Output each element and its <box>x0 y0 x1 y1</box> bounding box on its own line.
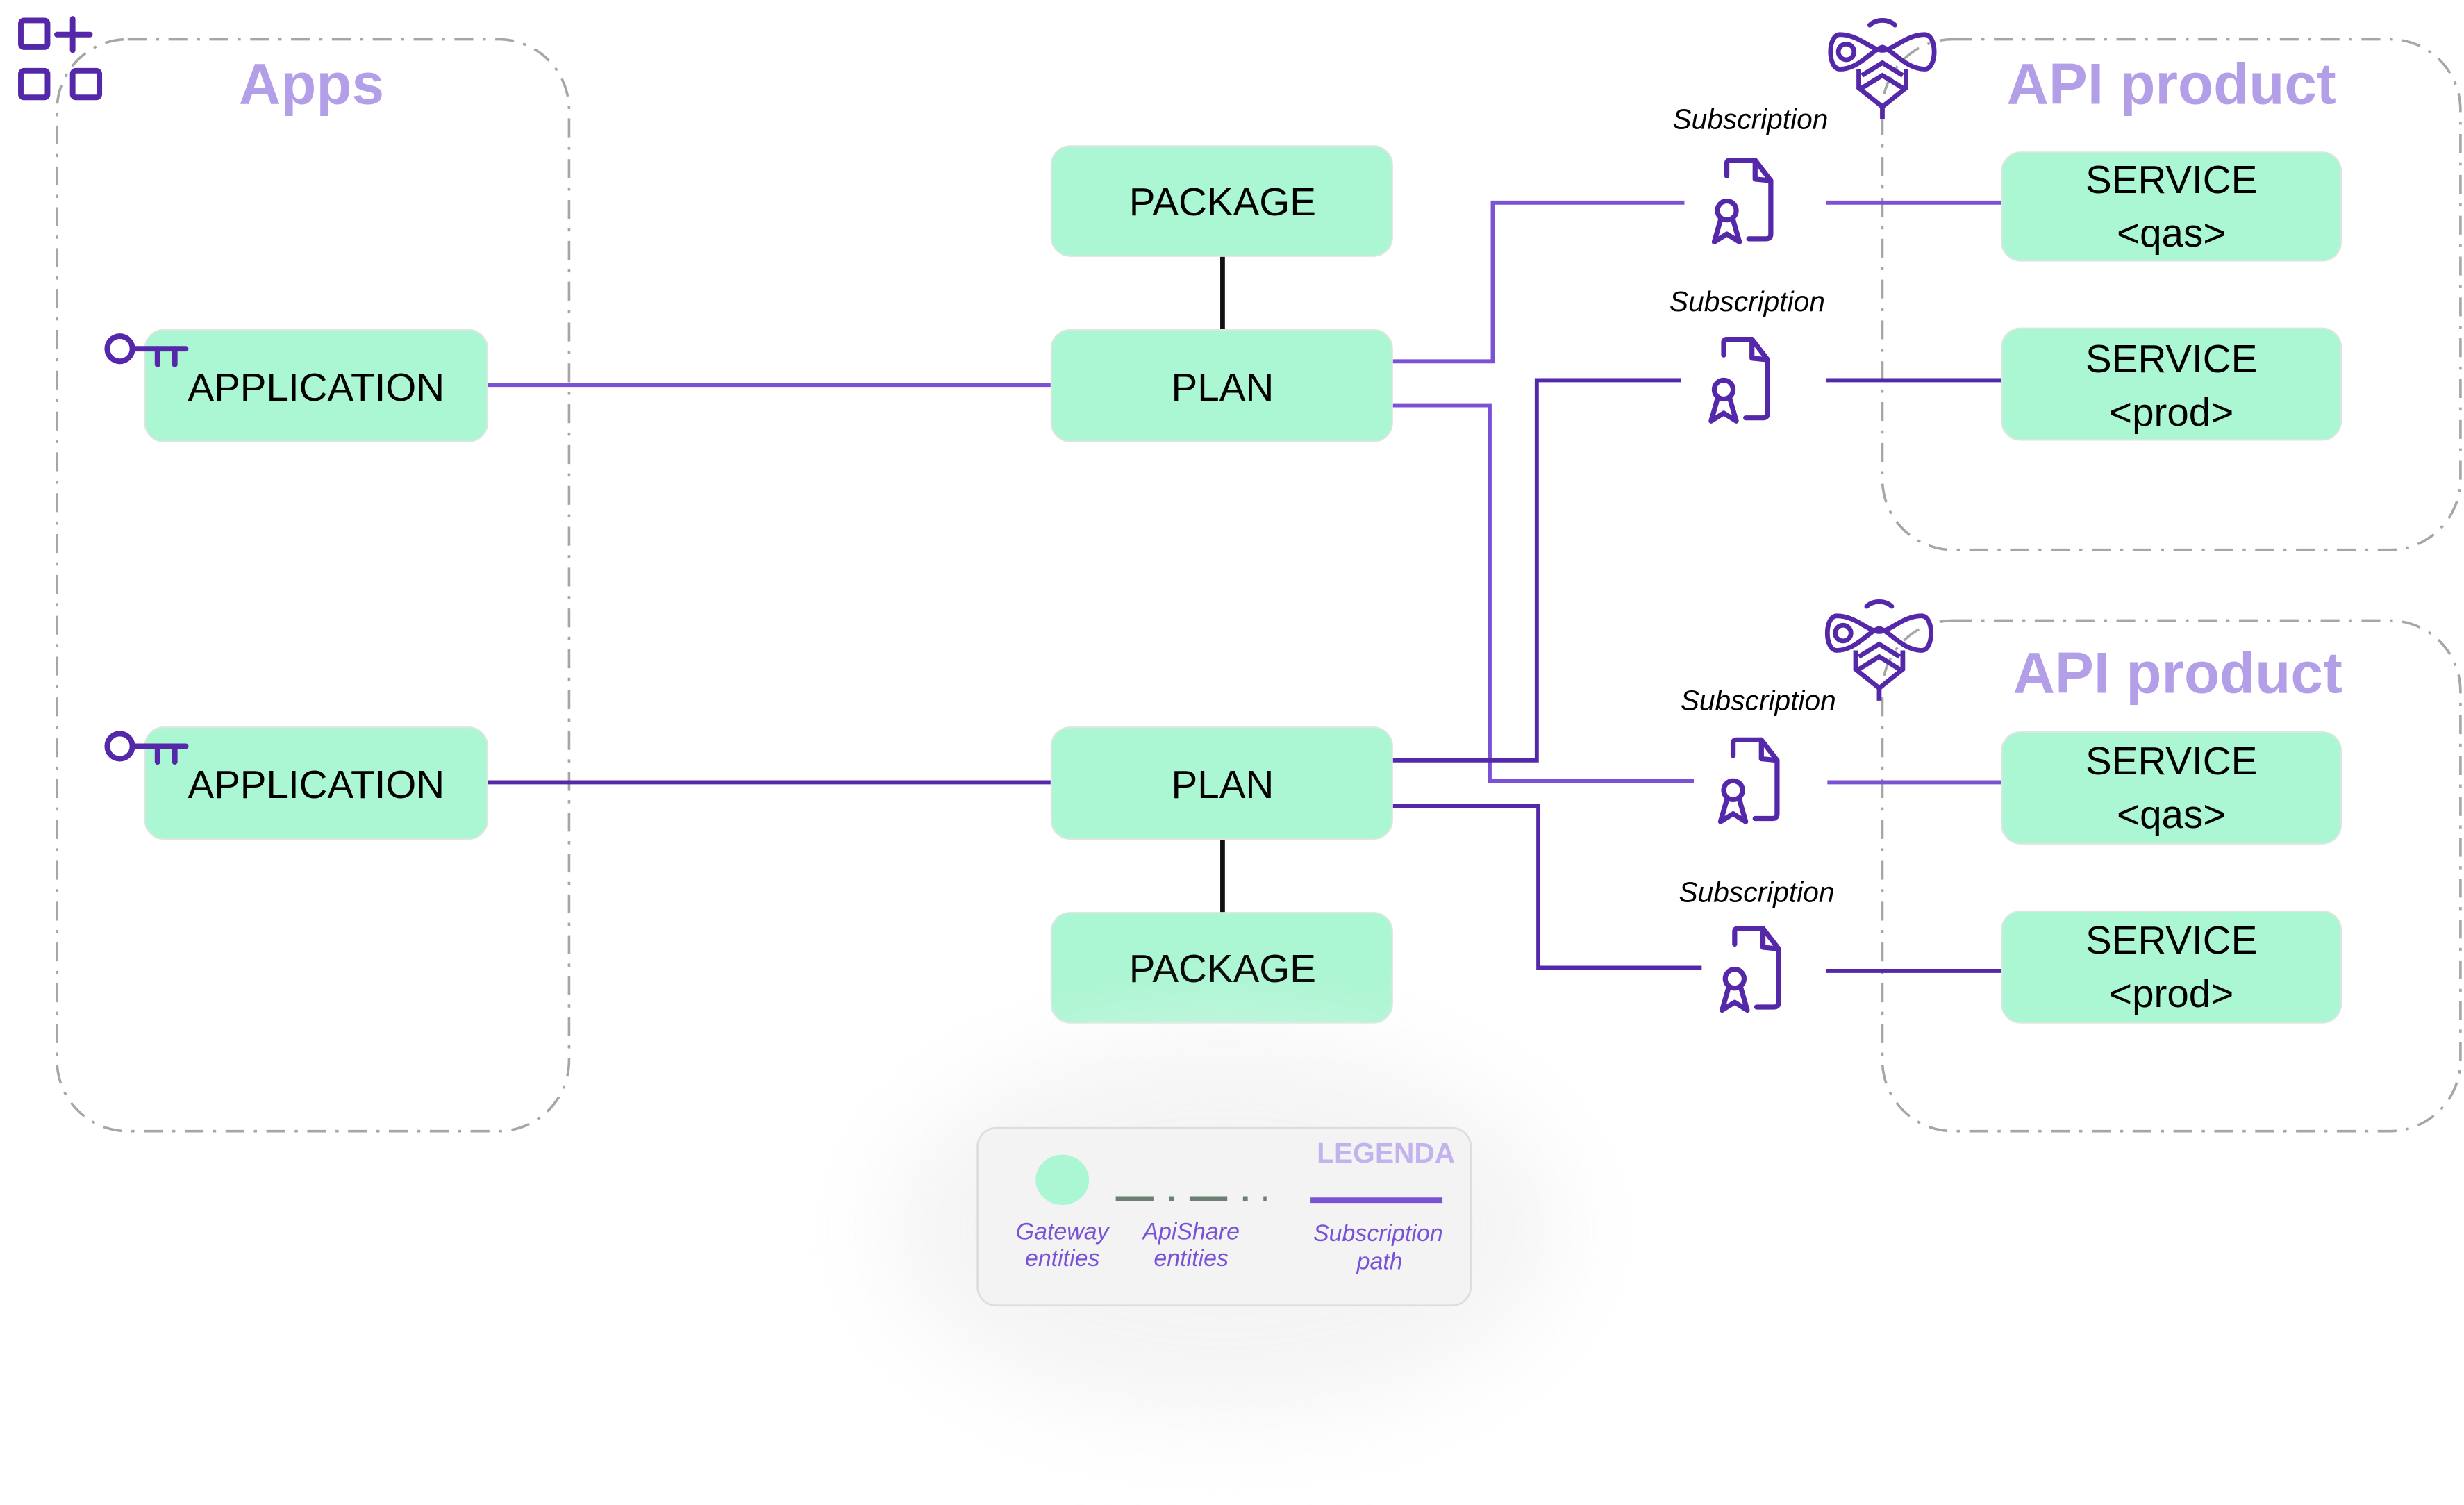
subscription[interactable]: Subscription <box>1679 876 1835 1013</box>
service-env: <qas> <box>2117 211 2226 255</box>
service-name: SERVICE <box>2086 337 2257 381</box>
service-node[interactable]: SERVICE <qas> <box>2001 731 2342 845</box>
application-node[interactable]: APPLICATION <box>144 726 488 840</box>
service-name: SERVICE <box>2086 918 2257 962</box>
package-node[interactable]: PACKAGE <box>1050 145 1393 257</box>
application-label: APPLICATION <box>188 763 444 806</box>
apps-container: Apps <box>56 38 571 1133</box>
subscription-path <box>1392 378 1681 763</box>
application-label: APPLICATION <box>188 365 444 409</box>
legend-gateway-label: Gateway <box>1016 1219 1110 1245</box>
service-env: <qas> <box>2117 792 2226 836</box>
package-label: PACKAGE <box>1129 180 1316 224</box>
subscription-path <box>1392 403 1695 783</box>
subscription-path <box>1392 200 1685 364</box>
application-node[interactable]: APPLICATION <box>144 329 488 442</box>
connectors <box>487 200 2002 973</box>
apps-grid-icon <box>18 16 103 101</box>
bee-icon <box>1824 599 1933 701</box>
service-env: <prod> <box>2109 972 2233 1015</box>
legend-subscription-label: path <box>1356 1249 1403 1275</box>
certificate-icon <box>1708 336 1770 424</box>
api-product-title: API product <box>2007 51 2336 116</box>
api-product-container-1: API product <box>1881 38 2462 551</box>
subscription[interactable]: Subscription <box>1670 285 1825 424</box>
legend-apishare-label: entities <box>1154 1245 1229 1272</box>
subscription-path <box>1392 804 1702 970</box>
service-env: <prod> <box>2109 390 2233 434</box>
api-product-container-2: API product <box>1881 619 2462 1133</box>
apps-title: Apps <box>239 51 384 116</box>
legend-gateway-label: entities <box>1025 1245 1100 1272</box>
certificate-icon <box>1711 158 1774 244</box>
service-name: SERVICE <box>2086 739 2257 783</box>
package-label: PACKAGE <box>1129 947 1316 990</box>
plan-label: PLAN <box>1172 763 1274 806</box>
subscription[interactable]: Subscription <box>1672 103 1828 244</box>
service-name: SERVICE <box>2086 158 2257 201</box>
plan-node[interactable]: PLAN <box>1050 329 1393 442</box>
bee-icon <box>1828 18 1937 119</box>
plan-label: PLAN <box>1172 365 1274 409</box>
subscription-label: Subscription <box>1679 876 1835 908</box>
key-icon <box>104 731 189 765</box>
subscription[interactable]: Subscription <box>1681 684 1836 824</box>
legend: LEGENDA Gateway entities ApiShare entiti… <box>886 1040 1563 1417</box>
service-node[interactable]: SERVICE <prod> <box>2001 327 2342 441</box>
certificate-icon <box>1720 926 1781 1013</box>
service-node[interactable]: SERVICE <prod> <box>2001 910 2342 1024</box>
legend-gateway-swatch <box>1035 1154 1090 1205</box>
service-node[interactable]: SERVICE <qas> <box>2001 151 2342 262</box>
legend-title: LEGENDA <box>1317 1137 1455 1169</box>
api-product-title: API product <box>2013 640 2342 706</box>
certificate-icon <box>1717 737 1780 824</box>
subscription-label: Subscription <box>1681 684 1836 716</box>
legend-apishare-label: ApiShare <box>1141 1219 1240 1245</box>
plan-node[interactable]: PLAN <box>1050 726 1393 840</box>
subscription-label: Subscription <box>1672 103 1828 135</box>
key-icon <box>104 333 189 367</box>
legend-subscription-label: Subscription <box>1313 1220 1443 1247</box>
subscription-label: Subscription <box>1670 285 1825 317</box>
package-node[interactable]: PACKAGE <box>1050 912 1393 1024</box>
